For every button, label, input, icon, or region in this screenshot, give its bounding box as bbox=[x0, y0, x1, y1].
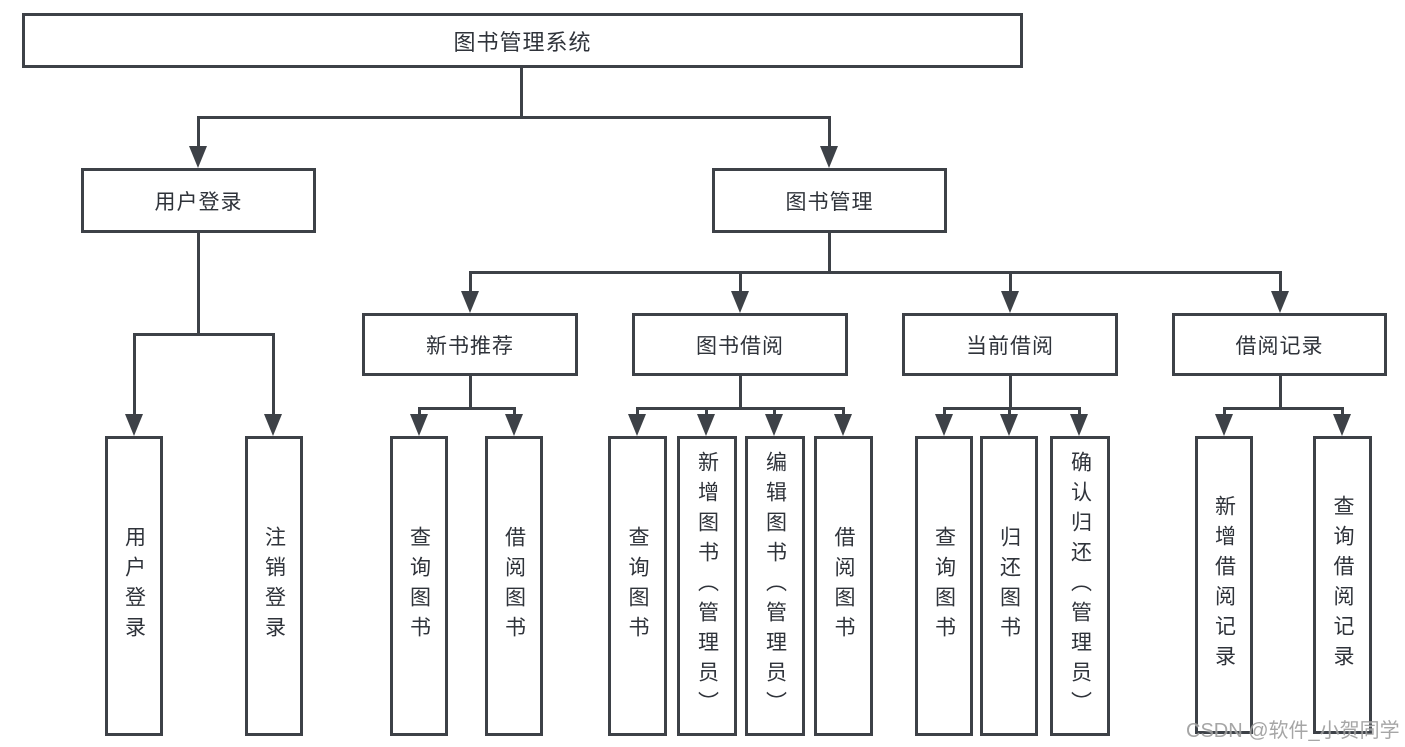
node-borrow-records: 借阅记录 bbox=[1172, 313, 1387, 376]
leaf-edit-books-admin: 编辑图书（管理员） bbox=[745, 436, 805, 736]
arrow-down-icon bbox=[264, 414, 282, 436]
arrow-down-icon bbox=[1271, 291, 1289, 313]
leaf-borrow-books: 借阅图书 bbox=[814, 436, 873, 736]
arrow-down-icon bbox=[765, 414, 783, 436]
connector-drop bbox=[133, 333, 136, 415]
node-label: 注销登录 bbox=[262, 526, 286, 646]
leaf-return-books: 归还图书 bbox=[980, 436, 1038, 736]
leaf-query-books: 查询图书 bbox=[608, 436, 667, 736]
arrow-down-icon bbox=[820, 146, 838, 168]
arrow-down-icon bbox=[1333, 414, 1351, 436]
node-label: 归还图书 bbox=[997, 526, 1021, 646]
arrow-down-icon bbox=[1001, 291, 1019, 313]
connector-rail bbox=[1223, 407, 1344, 410]
connector-drop bbox=[469, 271, 472, 292]
leaf-logout: 注销登录 bbox=[245, 436, 303, 736]
arrow-down-icon bbox=[1070, 414, 1088, 436]
connector-drop-book-mgmt bbox=[828, 116, 831, 148]
node-label: 查询借阅记录 bbox=[1331, 495, 1354, 675]
connector-drop bbox=[636, 407, 639, 416]
leaf-add-borrow-record: 新增借阅记录 bbox=[1195, 436, 1253, 734]
node-label: 查询图书 bbox=[932, 526, 956, 646]
connector-drop bbox=[705, 407, 708, 416]
connector-userlogin-stub bbox=[197, 233, 200, 336]
arrow-down-icon bbox=[628, 414, 646, 436]
node-label: 图书管理 bbox=[785, 190, 874, 214]
connector-bookmgmt-stub bbox=[828, 233, 831, 273]
node-label: 借阅图书 bbox=[502, 526, 526, 646]
connector-drop bbox=[1223, 407, 1226, 416]
connector-stub bbox=[1279, 376, 1282, 410]
connector-stub bbox=[739, 376, 742, 410]
node-label: 新增图书（管理员） bbox=[695, 451, 719, 721]
node-user-login: 用户登录 bbox=[81, 168, 316, 233]
node-label: 借阅记录 bbox=[1235, 334, 1324, 358]
connector-drop bbox=[1341, 407, 1344, 416]
node-label: 查询图书 bbox=[407, 526, 431, 646]
connector-stub bbox=[1009, 376, 1012, 410]
node-label: 图书借阅 bbox=[696, 334, 784, 358]
connector-drop-user-login bbox=[197, 116, 200, 148]
node-label: 编辑图书（管理员） bbox=[763, 451, 787, 721]
connector-drop bbox=[842, 407, 845, 416]
leaf-confirm-return-admin: 确认归还（管理员） bbox=[1050, 436, 1110, 736]
connector-drop bbox=[272, 333, 275, 415]
leaf-query-books: 查询图书 bbox=[915, 436, 973, 736]
connector-stub bbox=[469, 376, 472, 410]
connector-drop bbox=[418, 407, 421, 416]
connector-rail bbox=[636, 407, 845, 410]
arrow-down-icon bbox=[1215, 414, 1233, 436]
arrow-down-icon bbox=[1000, 414, 1018, 436]
connector-rail-level3 bbox=[469, 271, 1282, 274]
leaf-user-login: 用户登录 bbox=[105, 436, 163, 736]
node-system-root: 图书管理系统 bbox=[22, 13, 1023, 68]
node-current-borrow: 当前借阅 bbox=[902, 313, 1118, 376]
leaf-borrow-books: 借阅图书 bbox=[485, 436, 543, 736]
arrow-down-icon bbox=[935, 414, 953, 436]
arrow-down-icon bbox=[189, 146, 207, 168]
arrow-down-icon bbox=[505, 414, 523, 436]
arrow-down-icon bbox=[125, 414, 143, 436]
node-label: 图书管理系统 bbox=[453, 29, 592, 55]
node-label: 新增借阅记录 bbox=[1212, 495, 1236, 675]
node-label: 确认归还（管理员） bbox=[1068, 451, 1092, 721]
leaf-add-books-admin: 新增图书（管理员） bbox=[677, 436, 737, 736]
connector-drop bbox=[739, 271, 742, 292]
arrow-down-icon bbox=[461, 291, 479, 313]
connector-drop bbox=[773, 407, 776, 416]
connector-rail-userlogin bbox=[133, 333, 275, 336]
leaf-query-books: 查询图书 bbox=[390, 436, 448, 736]
node-label: 当前借阅 bbox=[966, 334, 1054, 358]
arrow-down-icon bbox=[834, 414, 852, 436]
node-label: 新书推荐 bbox=[426, 334, 514, 358]
arrow-down-icon bbox=[731, 291, 749, 313]
node-label: 借阅图书 bbox=[832, 526, 855, 646]
leaf-query-borrow-record: 查询借阅记录 bbox=[1313, 436, 1372, 734]
arrow-down-icon bbox=[410, 414, 428, 436]
node-new-book-recommend: 新书推荐 bbox=[362, 313, 578, 376]
node-book-management: 图书管理 bbox=[712, 168, 947, 233]
connector-drop bbox=[1279, 271, 1282, 292]
node-label: 用户登录 bbox=[154, 190, 243, 214]
connector-root-stub bbox=[520, 68, 523, 118]
node-book-borrow: 图书借阅 bbox=[632, 313, 848, 376]
arrow-down-icon bbox=[697, 414, 715, 436]
connector-rail bbox=[943, 407, 1081, 410]
connector-drop bbox=[1008, 407, 1011, 416]
node-label: 查询图书 bbox=[626, 526, 649, 646]
connector-drop bbox=[513, 407, 516, 416]
connector-rail bbox=[418, 407, 516, 410]
connector-drop bbox=[1009, 271, 1012, 292]
connector-rail-level2 bbox=[197, 116, 831, 119]
connector-drop bbox=[1078, 407, 1081, 416]
connector-drop bbox=[943, 407, 946, 416]
csdn-watermark: CSDN @软件_小贺同学 bbox=[1186, 720, 1400, 742]
node-label: 用户登录 bbox=[122, 526, 146, 646]
